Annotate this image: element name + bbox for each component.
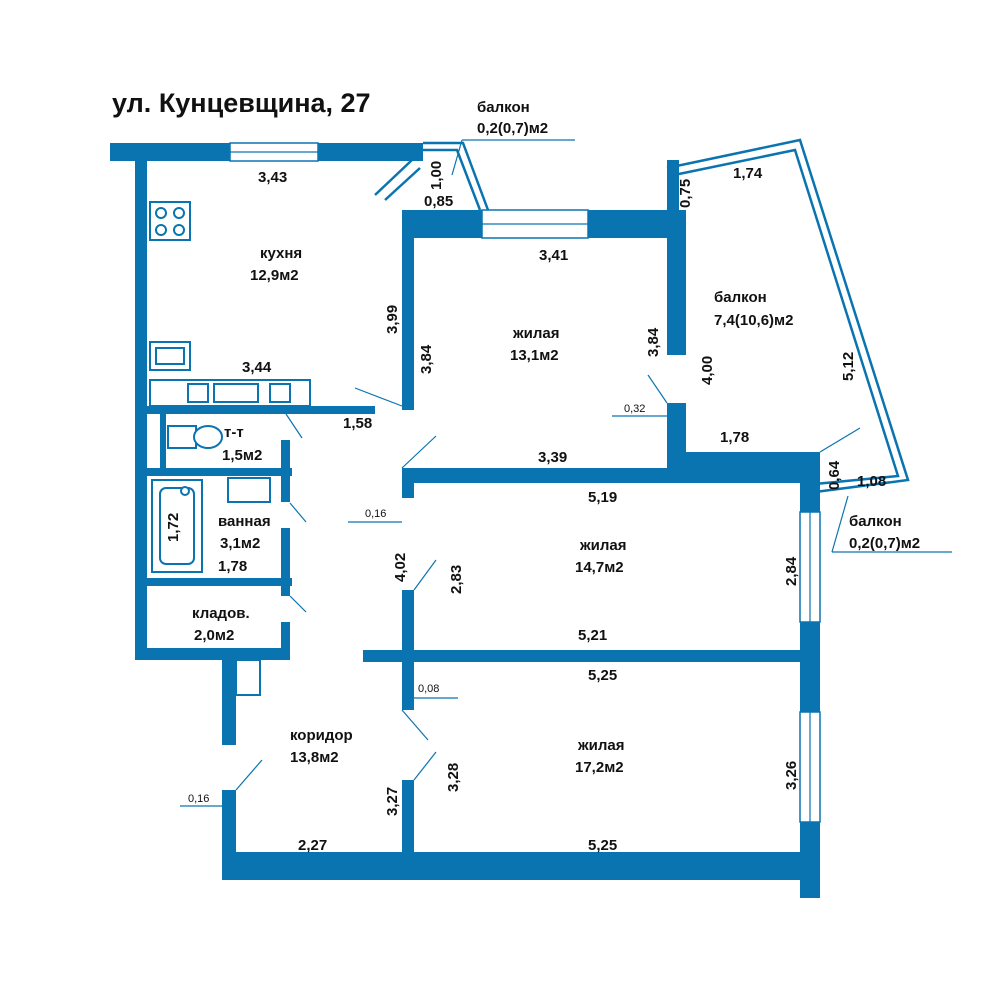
corridor-name: коридор — [290, 727, 353, 744]
dim-living2-bottom: 5,21 — [578, 627, 607, 644]
balconies — [423, 138, 910, 494]
dim-corridor-v: 4,02 — [392, 553, 409, 582]
dim-living2-top: 5,19 — [588, 489, 617, 506]
dim-016b: 0,16 — [188, 793, 209, 805]
dim-living1-left: 3,84 — [418, 344, 435, 374]
balcony-big-name: балкон — [714, 289, 767, 306]
living3-name: жилая — [577, 737, 624, 754]
bath-area: 3,1м2 — [220, 535, 260, 552]
dim-living3-left: 3,28 — [445, 763, 462, 792]
dim-living2-right: 2,84 — [783, 556, 800, 586]
dimension-labels: 3,43 3,99 3,44 1,00 0,85 3,41 3,84 3,84 … — [165, 161, 886, 854]
fixtures — [149, 201, 311, 696]
living3-area: 17,2м2 — [575, 759, 624, 776]
shaft — [235, 659, 261, 696]
dim-balcony-big-diag: 5,12 — [840, 352, 857, 381]
dim-016a: 0,16 — [365, 508, 386, 520]
dim-living3-top: 5,25 — [588, 667, 617, 684]
dim-balcony-top-h: 1,00 — [428, 161, 445, 190]
dim-living1-bottom: 3,39 — [538, 449, 567, 466]
dim-kitchen-bottom: 3,44 — [242, 359, 272, 376]
dim-living3-bottom: 5,25 — [588, 837, 617, 854]
living1-area: 13,1м2 — [510, 347, 559, 364]
stove-icon — [149, 201, 191, 241]
dim-kitchen-right: 3,99 — [384, 305, 401, 334]
dim-corridor-right: 3,27 — [384, 787, 401, 816]
bath-name: ванная — [218, 513, 271, 530]
balcony-big-area: 7,4(10,6)м2 — [714, 312, 793, 329]
living2-name: жилая — [579, 537, 626, 554]
dim-corridor-bottom: 2,27 — [298, 837, 327, 854]
kitchen-name: кухня — [260, 245, 302, 262]
dim-008: 0,08 — [418, 683, 439, 695]
dim-bath-w: 1,78 — [218, 558, 247, 575]
dim-kitchen-top: 3,43 — [258, 169, 287, 186]
dim-balcony-big-bottom: 1,78 — [720, 429, 749, 446]
dim-living2-left: 2,83 — [448, 565, 465, 594]
dim-living1-right: 3,84 — [645, 327, 662, 357]
corridor-area: 13,8м2 — [290, 749, 339, 766]
walls — [110, 143, 820, 898]
dim-032: 0,32 — [624, 403, 645, 415]
dim-living1-top: 3,41 — [539, 247, 568, 264]
dim-living3-right: 3,26 — [783, 761, 800, 790]
balcony-top-name: балкон — [477, 99, 530, 116]
wc-area: 1,5м2 — [222, 447, 262, 464]
dim-balcony-big-side: 4,00 — [699, 356, 716, 385]
dim-158: 1,58 — [343, 415, 372, 432]
doors — [235, 159, 861, 791]
storage-area: 2,0м2 — [194, 627, 234, 644]
windows — [229, 142, 821, 823]
living2-area: 14,7м2 — [575, 559, 624, 576]
wc-name: т-т — [224, 424, 244, 441]
address-title: ул. Кунцевщина, 27 — [112, 88, 371, 118]
toilet-icon — [167, 425, 197, 449]
room-labels: кухня 12,9м2 жилая 13,1м2 жилая 14,7м2 ж… — [192, 99, 920, 776]
dim-balcony-big-top: 1,74 — [733, 165, 763, 182]
dim-balcony-right-h: 0,64 — [826, 460, 843, 490]
living1-name: жилая — [512, 325, 559, 342]
dim-balcony-right-w: 1,08 — [857, 473, 886, 490]
balcony-right-area: 0,2(0,7)м2 — [849, 535, 920, 552]
balcony-top-area: 0,2(0,7)м2 — [477, 120, 548, 137]
storage-name: кладов. — [192, 605, 250, 622]
dim-balcony-big-left: 0,75 — [677, 179, 694, 208]
washbasin-icon — [227, 477, 271, 503]
kitchen-area: 12,9м2 — [250, 267, 299, 284]
leader-lines — [180, 139, 952, 807]
balcony-right-name: балкон — [849, 513, 902, 530]
dim-bath-h: 1,72 — [165, 513, 182, 542]
dim-balcony-top-w: 0,85 — [424, 193, 453, 210]
